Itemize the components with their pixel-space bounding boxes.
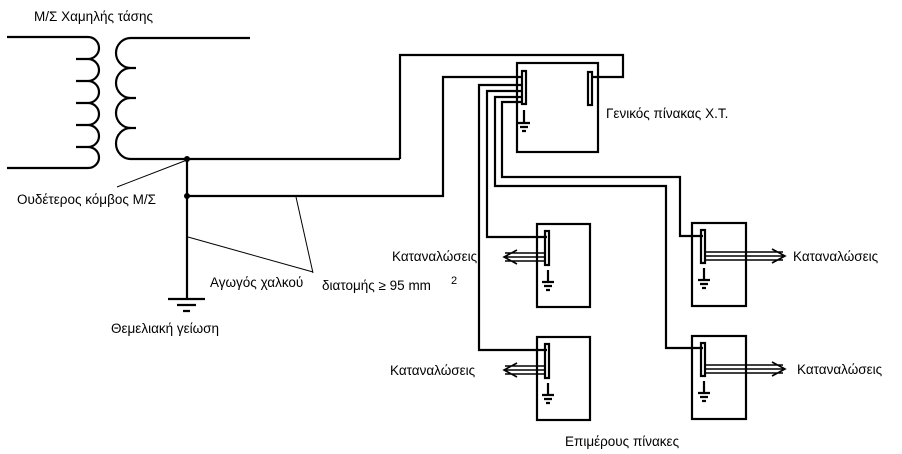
leader-neutral xyxy=(116,159,188,188)
ground-icon xyxy=(698,268,710,290)
ground-icon xyxy=(698,381,710,403)
main-busbar xyxy=(520,69,528,106)
feeder-right-top xyxy=(500,100,703,238)
sub-panel-right-top xyxy=(690,221,787,308)
phase-conductor xyxy=(398,53,625,159)
label-conductor-a: Αγωγός χαλκού xyxy=(210,275,303,290)
foundation-ground-icon xyxy=(168,297,205,313)
transformer-symbol xyxy=(7,35,400,170)
ground-icon xyxy=(518,110,530,133)
ground-icon xyxy=(542,270,554,292)
ground-icon xyxy=(542,383,554,405)
sub-panel-right-bottom xyxy=(690,334,787,421)
feeder-left-bottom xyxy=(477,83,547,352)
label-conductor-b: διατομής ≥ 95 mm xyxy=(322,278,431,293)
label-loads-right-top: Καταναλώσεις xyxy=(793,249,879,264)
feeder-right-bottom xyxy=(493,95,703,350)
label-neutral-node: Ουδέτερος κόμβος Μ/Σ xyxy=(17,192,156,207)
main-panel xyxy=(515,61,600,154)
label-sub-panels: Επιμέρους πίνακες xyxy=(565,434,680,449)
label-transformer: Μ/Σ Χαμηλής τάσης xyxy=(34,9,153,24)
label-loads-left-bottom: Καταναλώσεις xyxy=(390,363,476,378)
sub-panel-left-bottom xyxy=(502,335,592,422)
load-arrow-icon xyxy=(705,248,787,264)
label-conductor-sup: 2 xyxy=(451,275,457,287)
load-arrow-icon xyxy=(502,362,545,378)
leader-conductor-2 xyxy=(187,236,314,273)
secondary-winding xyxy=(114,36,400,161)
label-main-panel: Γενικός πίνακας Χ.Τ. xyxy=(606,106,728,121)
feeder-left-top xyxy=(485,89,547,239)
label-foundation-earth: Θεμελιακή γείωση xyxy=(111,321,219,336)
main-switch-bar xyxy=(586,70,594,107)
label-loads-right-bottom: Καταναλώσεις xyxy=(797,362,883,377)
junction-dot xyxy=(184,193,190,199)
leader-conductor-1 xyxy=(295,196,314,274)
pen-conductor xyxy=(187,75,522,198)
sub-panel-left-top xyxy=(502,222,592,309)
load-arrow-icon xyxy=(705,361,787,377)
label-loads-left-top: Καταναλώσεις xyxy=(392,249,478,264)
load-arrow-icon xyxy=(502,249,545,265)
